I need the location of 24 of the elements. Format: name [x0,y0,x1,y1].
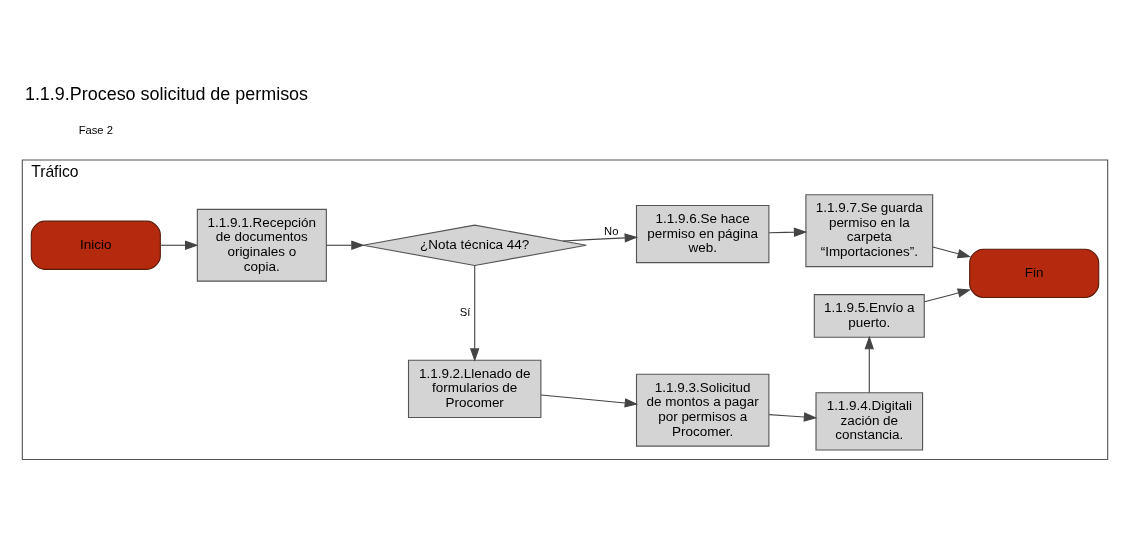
node-box: 1.1.9.3.Solicitud de montos a pagar por permisos a Procomer. [635,373,770,447]
node-diamond: ¿Nota técnica 44? [362,224,587,267]
arrow [562,233,639,243]
arrow [768,227,808,237]
arrow [160,240,199,250]
arrow [932,246,972,259]
arrow [325,240,365,250]
arrow [470,265,480,362]
node-box: 1.1.9.6.Se hace permiso en página web. [635,204,770,264]
arrow [924,288,972,303]
arrow [540,394,639,408]
label: Fase 2 [78,123,113,136]
node-box: Fin [969,248,1100,298]
node-box: Inicio [30,220,161,270]
node-box: 1.1.9.1.Recepción de documentos originales o copia. [196,208,327,282]
node-box: 1.1.9.4.Digitali zación de constancia. [815,392,924,451]
arrow [768,412,818,422]
node-box: 1.1.9.2.Llenado de formularios de Procomer [407,359,542,419]
edge-label: No [604,225,619,238]
diagram-title: 1.1.9.Proceso solicitud de permisos [24,84,309,105]
node-box: 1.1.9.5.Envío a puerto. [813,294,925,338]
node-box: 1.1.9.7.Se guarda permiso en la carpeta “Importaciones”. [805,194,934,268]
edge-label: Sí [459,305,471,318]
arrow [864,335,874,394]
